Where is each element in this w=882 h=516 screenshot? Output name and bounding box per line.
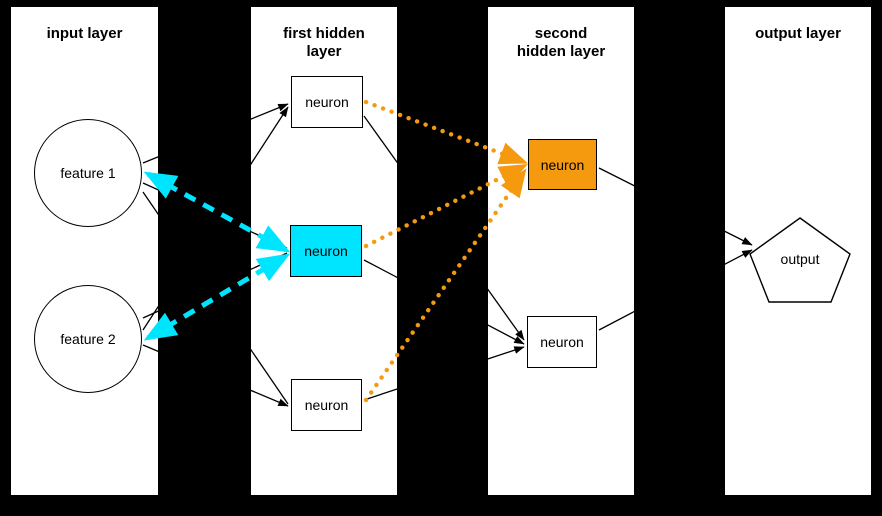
node-output[interactable]: output bbox=[748, 216, 852, 304]
node-label: feature 1 bbox=[60, 165, 116, 181]
node-hidden1-neuron-top[interactable]: neuron bbox=[291, 76, 363, 128]
node-hidden1-neuron-bottom[interactable]: neuron bbox=[291, 379, 362, 431]
node-hidden2-neuron-bottom[interactable]: neuron bbox=[527, 316, 597, 368]
node-label: output bbox=[780, 251, 820, 268]
panel-title-first-hidden-layer: first hidden layer bbox=[283, 25, 365, 60]
plain-edges bbox=[142, 103, 753, 407]
node-label: neuron bbox=[305, 94, 349, 110]
node-hidden2-neuron-top-highlighted[interactable]: neuron bbox=[528, 139, 597, 190]
panel-input-layer bbox=[11, 7, 158, 495]
pentagon-shape bbox=[749, 217, 851, 303]
node-label: feature 2 bbox=[60, 331, 116, 347]
node-label: neuron bbox=[304, 397, 349, 413]
panel-second-hidden-layer bbox=[488, 7, 634, 495]
panel-title-output-layer: output layer bbox=[755, 25, 841, 42]
panel-title-second-hidden-layer: second hidden layer bbox=[516, 25, 606, 60]
node-hidden1-neuron-middle-highlighted[interactable]: neuron bbox=[290, 225, 362, 277]
node-label: neuron bbox=[540, 334, 584, 350]
node-label: neuron bbox=[540, 156, 585, 173]
panel-title-input-layer: input layer bbox=[46, 25, 123, 42]
node-feature-1[interactable]: feature 1 bbox=[34, 119, 142, 227]
node-label: neuron bbox=[304, 243, 348, 259]
node-feature-2[interactable]: feature 2 bbox=[34, 285, 142, 393]
